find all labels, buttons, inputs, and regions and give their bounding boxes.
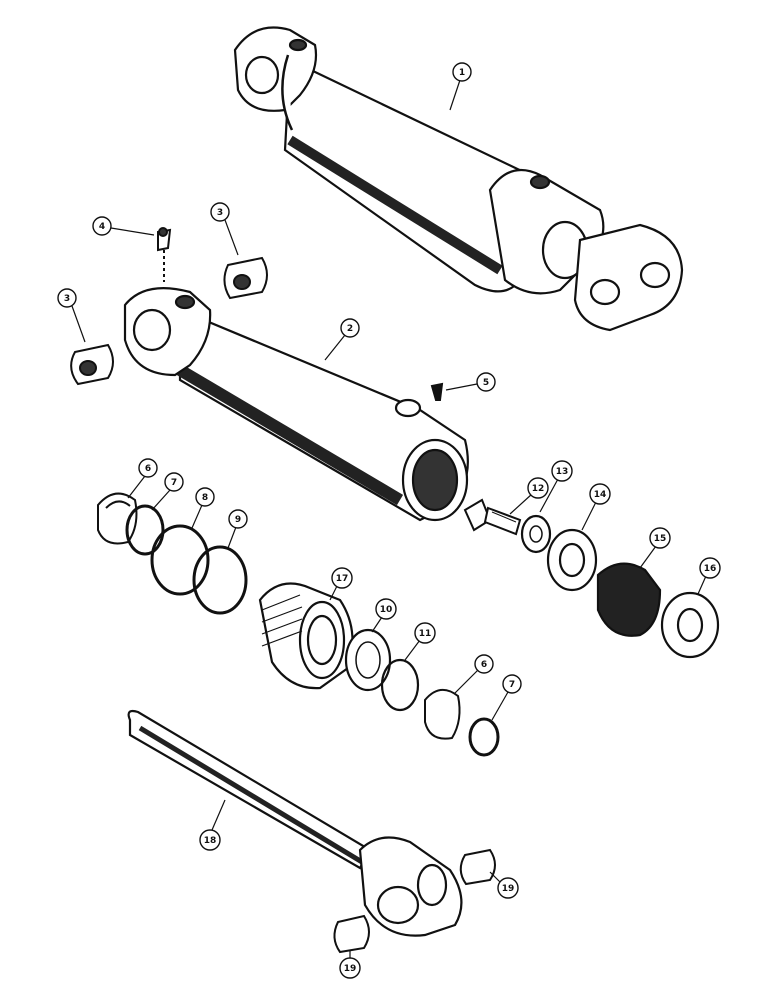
backup-washer-inner [355,641,381,679]
piston-cap [660,591,720,659]
callout-7b-label: 7 [509,680,515,690]
callout-10: 10 [371,598,397,633]
callout-14: 14 [581,483,611,531]
rod-bushing-b [333,914,370,954]
callout-6b-label: 6 [481,660,487,670]
assembled-cylinder [233,26,684,332]
callout-11: 11 [404,622,436,661]
wiper-seal-lower [424,689,461,740]
callout-11-label: 11 [419,629,432,639]
callout-3b: 3 [57,288,86,343]
set-screw [430,382,444,401]
o-ring-lower [468,717,500,757]
callout-18: 18 [199,799,226,851]
piston-washer-hole [529,525,543,543]
callout-5: 5 [445,372,496,392]
callout-17: 17 [329,567,353,601]
piston-seal [596,562,662,637]
plug-fitting-b [70,343,114,386]
callout-9: 9 [227,509,248,549]
callout-15: 15 [639,527,671,569]
callout-6a-label: 6 [145,464,151,474]
seal-ring [380,658,420,712]
callout-14-label: 14 [594,490,607,500]
o-ring-large [150,524,210,596]
callout-3b-label: 3 [64,294,70,304]
backup-ring [192,545,248,615]
callout-4-label: 4 [99,222,105,232]
callout-9-label: 9 [235,515,241,525]
callout-2: 2 [324,318,360,361]
gland [258,582,354,690]
callout-13-label: 13 [556,467,569,477]
callout-7b: 7 [491,674,522,721]
callout-1: 1 [449,62,472,111]
callout-8a-label: 8 [202,493,208,503]
piston-rod [127,709,463,937]
plug-fitting-a [223,256,268,300]
cylinder-barrel [123,287,469,522]
callout-12: 12 [509,477,549,515]
callout-7a: 7 [151,472,184,511]
o-ring-small [125,504,165,556]
callout-18-label: 18 [204,836,217,846]
callout-7a-label: 7 [171,478,177,488]
piston-head [546,528,598,592]
callout-1-label: 1 [459,68,465,78]
callout-19a-label: 19 [502,884,515,894]
callout-19a: 19 [489,871,519,899]
callout-6b: 6 [454,654,494,694]
breather-fitting [157,227,172,282]
callout-12-label: 12 [532,484,545,494]
piston-nut-bolt [463,498,522,536]
callout-13: 13 [539,460,573,513]
callout-17-label: 17 [336,574,349,584]
callout-6a: 6 [127,458,158,499]
callout-4: 4 [92,216,155,236]
callout-15-label: 15 [654,534,667,544]
callout-19b-label: 19 [344,964,357,974]
callout-2-label: 2 [347,324,353,334]
rod-bushing-a [459,848,496,886]
callout-8a: 8 [191,487,215,529]
callout-3a: 3 [210,202,239,256]
callout-5-label: 5 [483,378,489,388]
callout-16: 16 [697,557,721,595]
callout-16-label: 16 [704,564,717,574]
callout-3a-label: 3 [217,208,223,218]
callout-10-label: 10 [380,605,393,615]
callout-19b: 19 [339,950,361,979]
